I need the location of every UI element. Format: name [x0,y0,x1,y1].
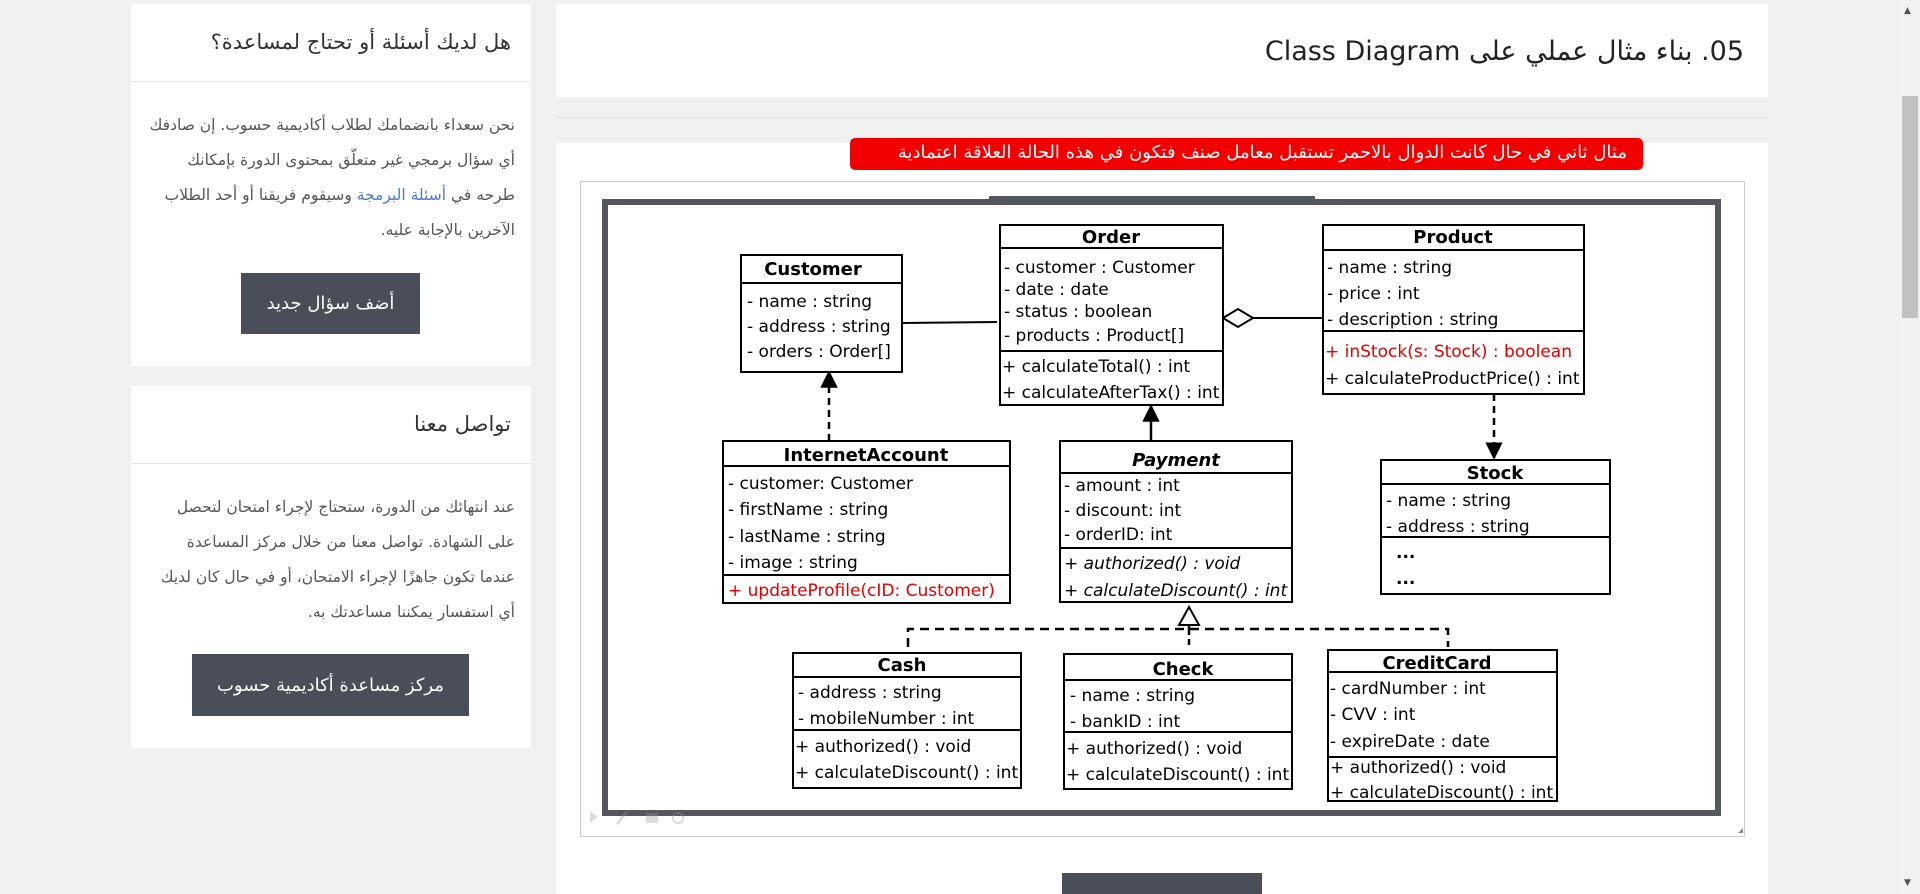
class-credit-card: CreditCard - cardNumber : int - CVV : in… [1327,649,1558,803]
class-order-name: Order [1082,227,1140,248]
class-cash-name: Cash [878,655,927,676]
slide-toolbar[interactable] [590,811,684,825]
add-question-button[interactable]: أضف سؤال جديد [241,273,420,334]
payment-method-authorized: + authorized() : void [1064,554,1241,574]
product-method-calculate-price: + calculateProductPrice() : int [1325,369,1580,389]
cash-method-calculate-discount: + calculateDiscount() : int [795,763,1018,783]
class-cash: Cash - address : string - mobileNumber :… [792,652,1022,789]
class-internet-account: InternetAccount - customer: Customer - f… [722,440,1011,604]
class-check-name: Check [1153,659,1215,680]
payment-method-calculate-discount: + calculateDiscount() : int [1064,581,1288,601]
product-attr-name: - name : string [1327,258,1452,278]
realization-connector [906,627,1450,647]
class-payment: Payment - amount : int - discount: int -… [1059,440,1293,603]
class-order-box [999,224,1224,406]
product-attr-description: - description : string [1327,310,1498,330]
resize-corner-icon [1738,828,1743,833]
contact-card-text: عند انتهائك من الدورة، ستحتاج لإجراء امت… [160,498,515,621]
slides-icon[interactable] [646,813,658,823]
stock-attr-address: - address : string [1386,517,1530,537]
contact-card: تواصل معنا عند انتهائك من الدورة، ستحتاج… [131,386,531,748]
cash-attr-address: - address : string [798,683,942,703]
credit-attr-cvv: - CVV : int [1330,705,1416,725]
order-attr-status: - status : boolean [1004,302,1152,322]
payment-attr-amount: - amount : int [1064,476,1180,496]
class-stock-name: Stock [1467,463,1525,484]
order-attr-products: - products : Product[] [1004,326,1184,346]
lesson-title-box: 05. بناء مثال عملي على Class Diagram [556,4,1768,97]
class-payment-name: Payment [1132,450,1221,471]
questions-card-text: نحن سعداء بانضمامك لطلاب أكاديمية حسوب. … [131,82,531,248]
product-method-in-stock: + inStock(s: Stock) : boolean [1325,342,1572,362]
class-product-name: Product [1413,227,1493,248]
internet-attr-customer: - customer: Customer [728,474,913,494]
questions-text-after-link: وسيقوم فريقنا أو أحد الطلاب الآخرين بالإ… [164,186,515,239]
payment-attr-order-id: - orderID: int [1064,525,1173,545]
internet-method-update-profile: + updateProfile(cID: Customer) [728,581,995,601]
class-credit-card-box [1327,649,1558,802]
stock-attr-name: - name : string [1386,491,1511,511]
scroll-down-arrow-icon[interactable]: ▼ [1904,878,1911,888]
stock-method-ellipsis-1: ... [1396,543,1415,563]
class-credit-card-name: CreditCard [1382,653,1491,674]
scroll-up-arrow-icon[interactable]: ▲ [1904,6,1911,16]
internet-attr-image: - image : string [728,553,858,573]
cash-attr-mobile: - mobileNumber : int [798,709,975,729]
questions-card: هل لديك أسئلة أو تحتاج لمساعدة؟ نحن سعدا… [131,4,531,366]
class-customer: Customer - name : string - address : str… [740,254,903,373]
internet-attr-last-name: - lastName : string [728,527,886,547]
customer-attr-name: - name : string [747,292,872,312]
diagram-frame-tab [989,196,1315,204]
pointer-icon[interactable] [590,811,598,823]
class-diagram: Customer - name : string - address : str… [580,181,1745,837]
aggregation-diamond [1221,307,1255,329]
class-product: Product - name : string - price : int - … [1322,224,1585,395]
class-customer-name: Customer [764,259,862,280]
check-attr-name: - name : string [1070,686,1195,706]
order-attr-date: - date : date [1004,280,1109,300]
credit-method-calculate-discount: + calculateDiscount() : int [1330,783,1553,803]
class-product-box [1322,224,1585,395]
class-order: Order - customer : Customer - date : dat… [999,224,1224,406]
order-attr-customer: - customer : Customer [1004,258,1195,278]
cash-method-authorized: + authorized() : void [795,737,971,757]
lesson-note-banner: مثال ثاني في حال كانت الدوال بالاحمر تست… [850,138,1643,170]
order-method-calculate-after-tax: + calculateAfterTax() : int [1002,383,1220,403]
class-stock: Stock - name : string - address : string… [1380,459,1611,595]
class-customer-box [740,254,903,373]
credit-attr-expire-date: - expireDate : date [1330,732,1490,752]
programming-questions-link[interactable]: أسئلة البرمجة [356,186,447,204]
customer-order-association [901,321,998,324]
check-attr-bank-id: - bankID : int [1070,712,1181,732]
credit-method-authorized: + authorized() : void [1330,758,1506,778]
divider [556,117,1768,118]
class-stock-box [1380,459,1611,595]
questions-text-before-link: نحن سعداء بانضمامك لطلاب أكاديمية حسوب. … [149,116,515,204]
customer-attr-orders: - orders : Order[] [747,342,891,362]
class-check: Check - name : string - bankID : int + a… [1063,653,1293,790]
next-lesson-button[interactable] [1062,873,1262,894]
lesson-title: 05. بناء مثال عملي على Class Diagram [1264,36,1744,67]
payment-attr-discount: - discount: int [1064,501,1182,521]
stock-method-ellipsis-2: ... [1396,569,1415,589]
credit-attr-card-number: - cardNumber : int [1330,679,1486,699]
scrollbar-thumb[interactable] [1902,96,1918,318]
customer-attr-address: - address : string [747,317,891,337]
class-cash-box [792,652,1022,789]
class-check-box [1063,653,1293,790]
order-method-calculate-total: + calculateTotal() : int [1002,357,1191,377]
internet-attr-first-name: - firstName : string [728,500,888,520]
product-attr-price: - price : int [1327,284,1420,304]
contact-card-title: تواصل معنا [131,386,531,464]
pen-icon[interactable] [616,811,628,825]
class-internet-account-name: InternetAccount [784,445,949,466]
realization-triangle [1177,604,1201,626]
class-payment-box [1059,440,1293,603]
zoom-icon[interactable] [672,812,684,824]
questions-card-title: هل لديك أسئلة أو تحتاج لمساعدة؟ [131,4,531,82]
check-method-authorized: + authorized() : void [1066,739,1242,759]
help-center-button[interactable]: مركز مساعدة أكاديمية حسوب [192,654,469,716]
check-method-calculate-discount: + calculateDiscount() : int [1066,765,1289,785]
